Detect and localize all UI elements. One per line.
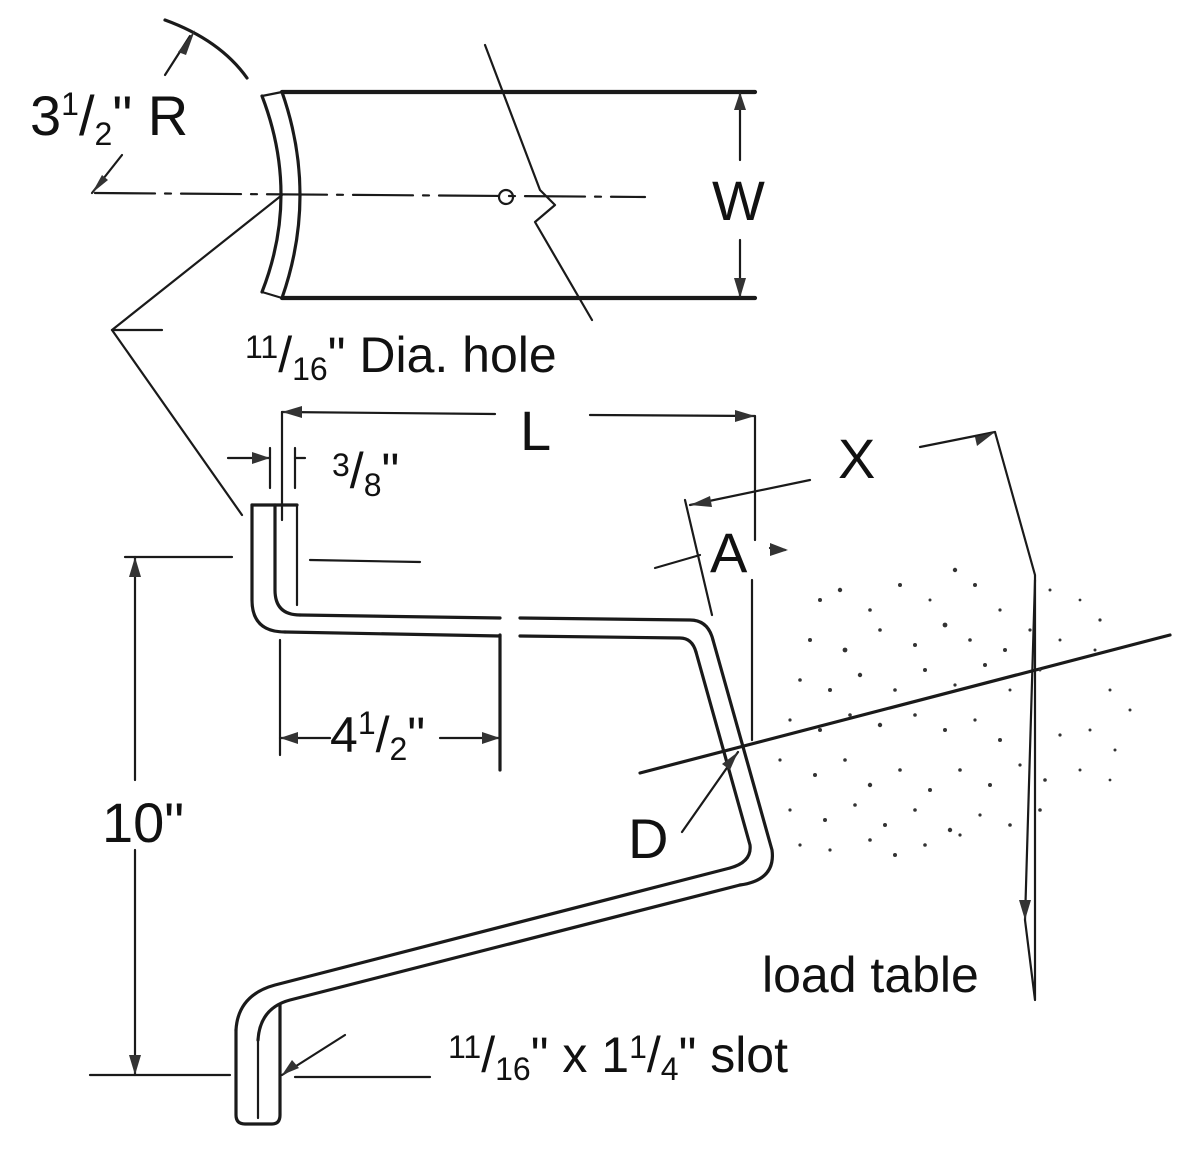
offset-label: 3/8": [332, 443, 399, 503]
x-dim-label: X: [838, 427, 875, 490]
width-label: W: [712, 169, 765, 232]
side-view-bracket: [88, 406, 1172, 1126]
d-dim-label: D: [628, 807, 668, 870]
slot-label: 11/16" x 11/4" slot: [448, 1027, 788, 1087]
a-dim-label: A: [710, 521, 748, 584]
height-label: 10": [102, 791, 184, 854]
hole-icon: [497, 188, 515, 206]
dia-hole-label: 11/16" Dia. hole: [245, 327, 557, 387]
length-label: L: [520, 399, 551, 462]
radius-label: 31/2" R: [30, 84, 188, 152]
load-table-label: load table: [762, 947, 979, 1003]
horizontal-leg-label: 41/2": [330, 705, 425, 767]
top-view-plate: [90, 18, 758, 517]
earth-stipple: [778, 567, 1132, 857]
